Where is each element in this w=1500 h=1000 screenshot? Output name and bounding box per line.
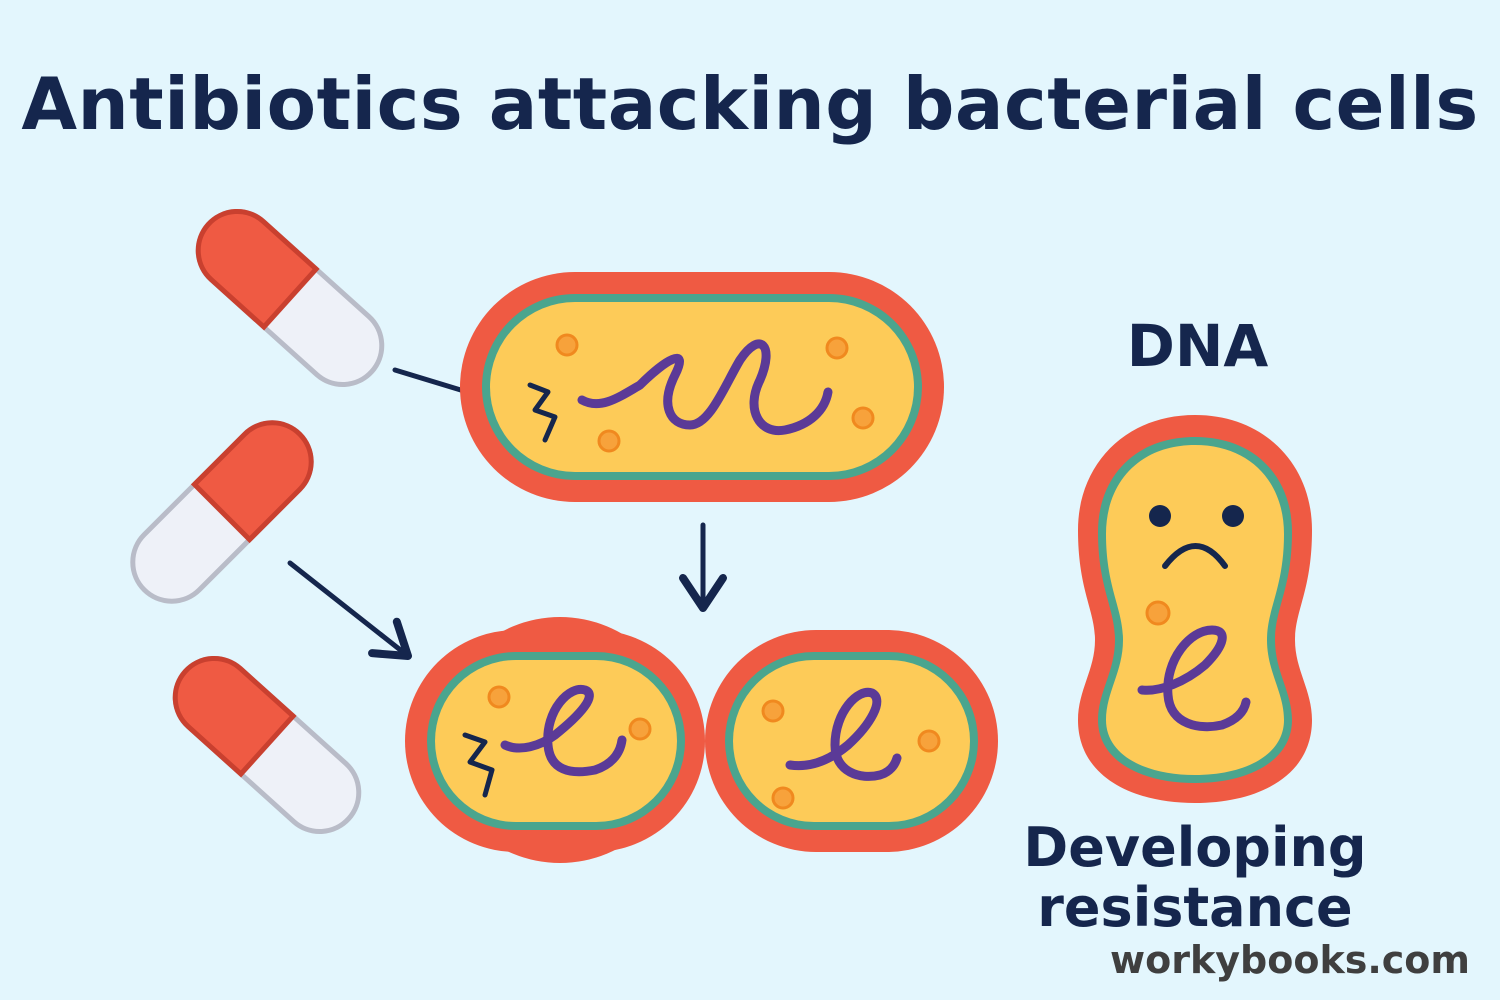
damage-zigzag-icon	[462, 732, 495, 798]
bacterium-top	[460, 272, 944, 502]
diagram-title: Antibiotics attacking bacterial cells	[21, 62, 1479, 146]
ribosome-dots	[555, 333, 875, 453]
dna-strand-icon	[1137, 625, 1251, 732]
antibiotic-capsule-2	[130, 420, 314, 604]
resistance-label-line-2: resistance	[1037, 876, 1353, 939]
resistant-bacterium	[1078, 415, 1312, 803]
dna-strand-icon	[785, 687, 902, 781]
ribosome-dots	[761, 699, 941, 810]
antibiotic-capsule-1	[195, 208, 385, 388]
damage-zigzag-icon	[527, 382, 558, 443]
ribosome-dots	[487, 685, 652, 741]
dna-strand-icon	[500, 684, 627, 777]
dna-label: DNA	[1126, 312, 1269, 380]
bacterium-dividing-right	[705, 630, 998, 852]
sad-face-icon	[1149, 505, 1244, 569]
arrow-capsule-to-dividing-cells	[287, 560, 412, 660]
dna-strand-icon	[577, 339, 833, 436]
ribosome-dot	[1145, 600, 1171, 626]
antibiotic-capsule-3	[172, 655, 362, 835]
bacterium-dividing-left	[405, 617, 705, 863]
resistance-label-line-1: Developing	[1023, 816, 1367, 879]
resistance-label: Developing resistance	[1010, 818, 1380, 938]
watermark: workybooks.com	[1110, 938, 1470, 982]
